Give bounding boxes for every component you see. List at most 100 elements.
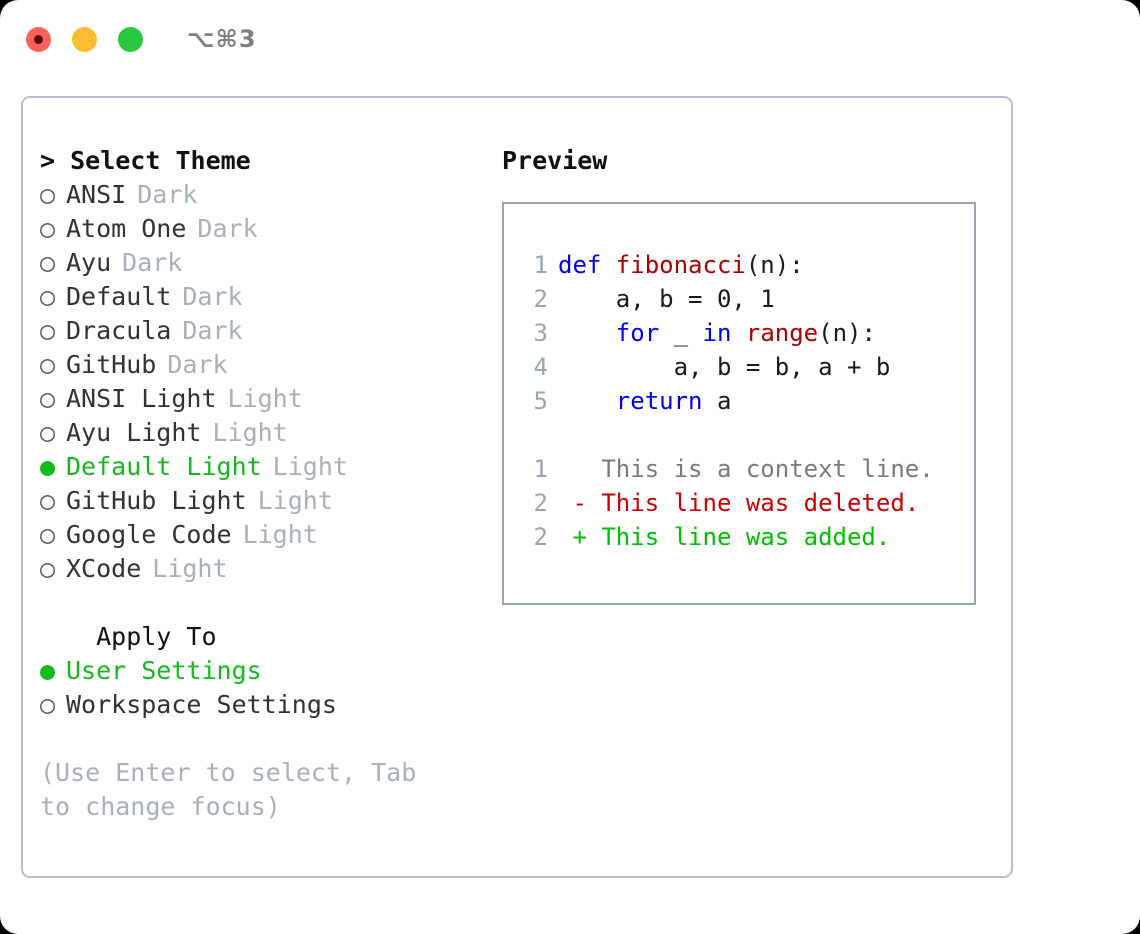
diff-text: - This line was deleted. bbox=[558, 489, 920, 517]
record-indicator-icon bbox=[34, 34, 43, 44]
theme-option-google-code[interactable]: ○ Google Code Light bbox=[40, 518, 485, 552]
theme-option-kind: Dark bbox=[137, 180, 198, 209]
theme-option-kind: Light bbox=[257, 486, 333, 515]
radio-unselected-icon: ○ bbox=[40, 214, 56, 243]
radio-unselected-icon: ○ bbox=[40, 248, 56, 277]
theme-option-xcode[interactable]: ○ XCode Light bbox=[40, 552, 485, 586]
theme-option-label: Google Code bbox=[66, 520, 232, 549]
radio-unselected-icon: ○ bbox=[40, 418, 56, 447]
code-token: a bbox=[702, 387, 732, 415]
radio-unselected-icon: ○ bbox=[40, 554, 56, 583]
theme-option-ansi-light[interactable]: ○ ANSI Light Light bbox=[40, 382, 485, 416]
diff-line-deleted: 2 - This line was deleted. bbox=[524, 486, 974, 520]
code-token: for bbox=[615, 319, 660, 347]
diff-line-context: 1 This is a context line. bbox=[524, 452, 974, 486]
theme-option-label: Ayu Light bbox=[66, 418, 202, 447]
spacer bbox=[40, 586, 485, 620]
preview-title: Preview bbox=[502, 146, 608, 175]
radio-unselected-icon: ○ bbox=[40, 282, 56, 311]
window-controls bbox=[26, 26, 143, 52]
theme-option-label: ANSI Light bbox=[66, 384, 217, 413]
apply-to-option-workspace-settings[interactable]: ○ Workspace Settings bbox=[40, 688, 485, 722]
radio-unselected-icon: ○ bbox=[40, 520, 56, 549]
radio-unselected-icon: ○ bbox=[40, 486, 56, 515]
theme-option-kind: Dark bbox=[122, 248, 183, 277]
keyboard-hint: (Use Enter to select, Tab to change focu… bbox=[40, 758, 432, 821]
spacer bbox=[40, 722, 485, 756]
code-token: return bbox=[615, 387, 703, 415]
radio-unselected-icon: ○ bbox=[40, 690, 56, 719]
line-number: 2 bbox=[533, 489, 548, 517]
code-token bbox=[558, 387, 616, 415]
code-token: fibonacci bbox=[615, 251, 746, 279]
close-button[interactable] bbox=[26, 26, 51, 52]
code-token: (n): bbox=[745, 251, 804, 279]
theme-option-atom-one[interactable]: ○ Atom One Dark bbox=[40, 212, 485, 246]
theme-option-label: GitHub bbox=[66, 350, 157, 379]
code-line: 4 a, b = b, a + b bbox=[524, 350, 974, 384]
theme-option-label: Default Light bbox=[66, 452, 262, 481]
theme-option-label: ANSI bbox=[66, 180, 127, 209]
theme-option-kind: Dark bbox=[182, 282, 243, 311]
diff-line-added: 2 + This line was added. bbox=[524, 520, 974, 554]
keyboard-shortcut-label: ⌥⌘3 bbox=[187, 25, 257, 53]
theme-option-kind: Light bbox=[242, 520, 318, 549]
line-number: 4 bbox=[533, 353, 548, 381]
theme-option-default-light[interactable]: ● Default Light Light bbox=[40, 450, 485, 484]
code-line: 5 return a bbox=[524, 384, 974, 418]
page-title: > Select Theme bbox=[40, 146, 251, 175]
maximize-button[interactable] bbox=[118, 26, 143, 52]
theme-option-kind: Dark bbox=[197, 214, 258, 243]
theme-option-label: XCode bbox=[66, 554, 142, 583]
diff-sample: 1 This is a context line.2 - This line w… bbox=[524, 452, 974, 554]
radio-unselected-icon: ○ bbox=[40, 384, 56, 413]
theme-option-kind: Light bbox=[272, 452, 348, 481]
theme-option-ansi[interactable]: ○ ANSI Dark bbox=[40, 178, 485, 212]
minimize-button[interactable] bbox=[72, 26, 97, 52]
code-line: 3 for _ in range(n): bbox=[524, 316, 974, 350]
theme-option-label: Atom One bbox=[66, 214, 187, 243]
spacer bbox=[524, 418, 974, 452]
line-number: 2 bbox=[533, 285, 548, 313]
theme-option-ayu[interactable]: ○ Ayu Dark bbox=[40, 246, 485, 280]
line-number: 2 bbox=[533, 523, 548, 551]
code-token: _ bbox=[659, 319, 703, 347]
radio-selected-icon: ● bbox=[40, 452, 56, 481]
theme-option-label: Default bbox=[66, 282, 172, 311]
theme-option-kind: Light bbox=[152, 554, 228, 583]
code-token: a, b = 0, 1 bbox=[558, 285, 775, 313]
code-token: def bbox=[558, 251, 616, 279]
code-line: 2 a, b = 0, 1 bbox=[524, 282, 974, 316]
line-number: 5 bbox=[533, 387, 548, 415]
theme-option-label: Dracula bbox=[66, 316, 172, 345]
apply-to-option-label: Workspace Settings bbox=[66, 690, 337, 719]
code-token: in bbox=[702, 319, 732, 347]
code-token: range bbox=[745, 319, 819, 347]
theme-option-label: GitHub Light bbox=[66, 486, 247, 515]
theme-option-github-light[interactable]: ○ GitHub Light Light bbox=[40, 484, 485, 518]
diff-text: + This line was added. bbox=[558, 523, 891, 551]
apply-to-list[interactable]: ● User Settings ○ Workspace Settings bbox=[40, 654, 485, 722]
theme-option-kind: Dark bbox=[167, 350, 228, 379]
theme-option-default[interactable]: ○ Default Dark bbox=[40, 280, 485, 314]
theme-option-kind: Light bbox=[227, 384, 303, 413]
theme-option-label: Ayu bbox=[66, 248, 112, 277]
apply-to-option-user-settings[interactable]: ● User Settings bbox=[40, 654, 485, 688]
apply-to-option-label: User Settings bbox=[66, 656, 262, 685]
apply-to-label: Apply To bbox=[66, 622, 217, 651]
radio-selected-icon: ● bbox=[40, 656, 56, 685]
radio-unselected-icon: ○ bbox=[40, 180, 56, 209]
radio-unselected-icon: ○ bbox=[40, 316, 56, 345]
title-bar: ⌥⌘3 bbox=[0, 0, 1140, 78]
